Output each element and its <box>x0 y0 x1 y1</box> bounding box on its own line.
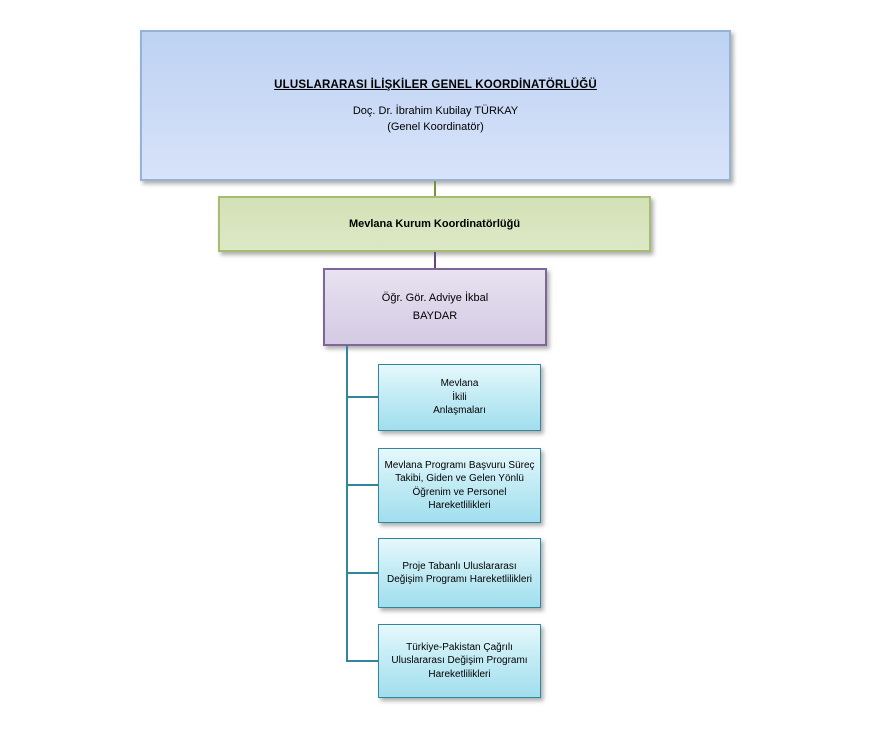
coordinator-name-line1: Öğr. Gör. Adviye İkbal <box>381 292 489 304</box>
general-coordinator-role: (Genel Koordinatör) <box>387 120 484 133</box>
task-label: Mevlana Programı Başvuru Süreç Takibi, G… <box>384 459 535 512</box>
task-label: Türkiye-Pakistan Çağrılı Uluslararası De… <box>391 641 528 680</box>
connector-root-to-unit <box>434 181 436 196</box>
org-box-coordinator: Öğr. Gör. Adviye İkbal BAYDAR <box>323 268 547 346</box>
connector-coordinator-spine <box>346 346 348 661</box>
org-box-general-coordination: ULUSLARARASI İLİŞKİLER GENEL KOORDİNATÖR… <box>140 30 731 181</box>
connector-stub-task-1 <box>346 396 378 398</box>
task-label: Proje Tabanlı Uluslararası Değişim Progr… <box>386 560 533 586</box>
connector-stub-task-3 <box>346 572 378 574</box>
task-label: Mevlana İkili Anlaşmaları <box>433 378 486 417</box>
coordinator-name-line2: BAYDAR <box>412 310 458 322</box>
org-box-task-bilateral-agreements: Mevlana İkili Anlaşmaları <box>378 364 541 431</box>
org-box-task-project-based-exchange: Proje Tabanlı Uluslararası Değişim Progr… <box>378 538 541 608</box>
general-coordinator-name: Doç. Dr. İbrahim Kubilay TÜRKAY <box>352 104 519 117</box>
connector-stub-task-2 <box>346 484 378 486</box>
org-box-mevlana-unit: Mevlana Kurum Koordinatörlüğü <box>218 196 651 252</box>
connector-unit-to-coordinator <box>434 252 436 268</box>
org-box-task-turkiye-pakistan-exchange: Türkiye-Pakistan Çağrılı Uluslararası De… <box>378 624 541 698</box>
general-coordination-title: ULUSLARARASI İLİŞKİLER GENEL KOORDİNATÖR… <box>274 78 597 91</box>
connector-stub-task-4 <box>346 660 378 662</box>
org-box-task-application-process: Mevlana Programı Başvuru Süreç Takibi, G… <box>378 448 541 523</box>
mevlana-unit-title: Mevlana Kurum Koordinatörlüğü <box>348 218 521 230</box>
